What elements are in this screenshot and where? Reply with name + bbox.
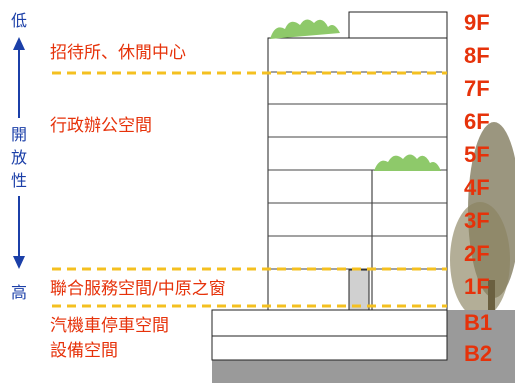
floor-label-b2: B2 bbox=[464, 341, 492, 366]
floor-label-7f: 7F bbox=[464, 76, 490, 101]
floor-label-b1: B1 bbox=[464, 310, 492, 335]
openness-label-2: 放 bbox=[11, 148, 27, 167]
arrow-down-icon bbox=[13, 256, 25, 269]
floor-label-3f: 3F bbox=[464, 208, 490, 233]
floor-label-8f: 8F bbox=[464, 43, 490, 68]
arrow-up-icon bbox=[13, 37, 25, 50]
openness-label-1: 開 bbox=[11, 125, 27, 144]
openness-axis: 低 開 放 性 高 bbox=[11, 11, 27, 302]
openness-high-label: 高 bbox=[11, 283, 27, 302]
openness-low-label: 低 bbox=[11, 11, 27, 30]
floor-label-6f: 6F bbox=[464, 109, 490, 134]
floor-label-1f: 1F bbox=[464, 274, 490, 299]
tree-illustration bbox=[450, 122, 515, 340]
function-equipment-label: 設備空間 bbox=[50, 341, 118, 361]
building-section bbox=[211, 11, 448, 361]
floor-label-9f: 9F bbox=[464, 10, 490, 35]
openness-label-3: 性 bbox=[11, 171, 27, 190]
floor-label-4f: 4F bbox=[464, 175, 490, 200]
floor-label-5f: 5F bbox=[464, 142, 490, 167]
function-reception-label: 招待所、休閒中心 bbox=[50, 43, 186, 63]
function-parking-label: 汽機車停車空間 bbox=[50, 316, 169, 336]
floor-label-2f: 2F bbox=[464, 241, 490, 266]
function-public-label: 聯合服務空間/中原之窗 bbox=[50, 279, 226, 299]
roof-garden-icon bbox=[270, 19, 441, 171]
function-admin-label: 行政辦公空間 bbox=[50, 116, 152, 136]
